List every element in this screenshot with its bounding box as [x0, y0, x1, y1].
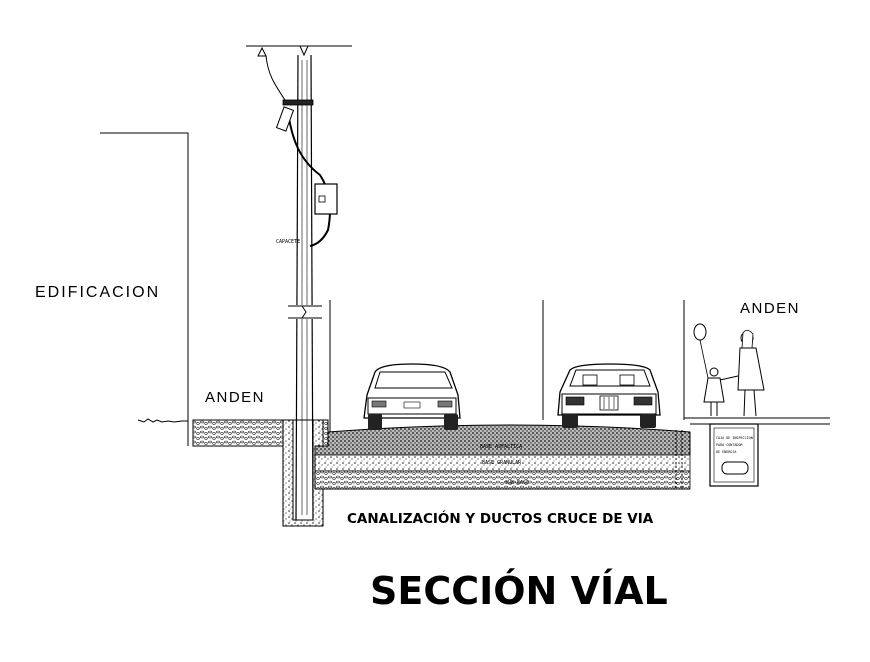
svg-text:BASE GRANULAR: BASE GRANULAR	[482, 460, 522, 466]
edificacion-label: EDIFICACION	[35, 284, 160, 301]
anden-right-label: ANDEN	[740, 300, 800, 317]
svg-text:PARA CONTADOR: PARA CONTADOR	[716, 443, 743, 447]
right-sidewalk: CAJA DE INSPECCION PARA CONTADOR DE ENER…	[684, 417, 830, 487]
canalizacion-caption: CANALIZACIÓN Y DUCTOS CRUCE DE VIA	[347, 509, 654, 527]
ground-line-left	[137, 418, 189, 446]
svg-text:DE ENERGIA: DE ENERGIA	[716, 450, 736, 454]
svg-text:CAJA DE INSPECCION: CAJA DE INSPECCION	[716, 436, 753, 440]
car-rear	[363, 363, 461, 430]
utility-pole	[246, 45, 352, 521]
pavement-layers: BASE ASFALTICA BASE GRANULAR SUB-BASE	[314, 424, 691, 490]
capacete-label: CAPACETE	[276, 239, 300, 245]
svg-text:SUB-BASE: SUB-BASE	[505, 480, 529, 486]
drawing-title: SECCIÓN VÍAL	[370, 569, 668, 613]
svg-text:BASE ASFALTICA: BASE ASFALTICA	[480, 444, 522, 450]
anden-left-label: ANDEN	[205, 389, 265, 406]
car-front	[557, 363, 661, 428]
pedestrians	[693, 323, 765, 417]
building-outline	[100, 132, 189, 420]
lane-lines	[329, 300, 685, 432]
